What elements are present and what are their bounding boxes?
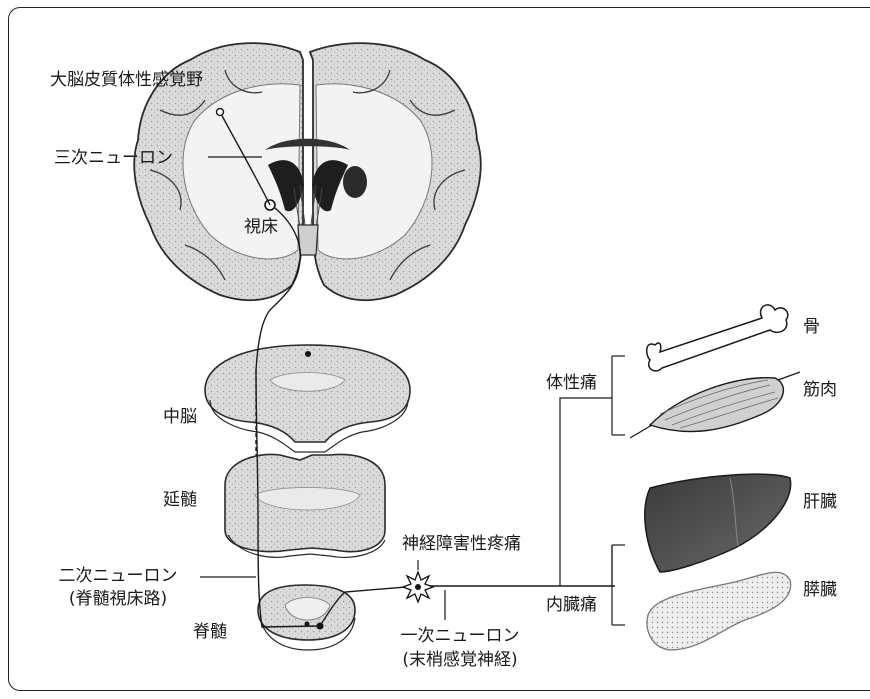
spinal-cord-section <box>258 585 355 650</box>
muscle-illustration <box>630 372 800 438</box>
visceral-pain-label: 内臓痛 <box>546 595 597 615</box>
bone-label: 骨 <box>803 317 820 337</box>
midbrain-section <box>205 345 410 452</box>
pancreas-illustration <box>647 572 791 650</box>
spinal-cord-label: 脊髄 <box>193 622 227 642</box>
third-neuron-label: 三次ニューロン <box>54 148 173 168</box>
midbrain-label: 中脳 <box>163 407 197 427</box>
liver-illustration <box>645 474 791 572</box>
medulla-section <box>225 454 385 557</box>
neuropathic-pain-label: 神経障害性疼痛 <box>402 534 521 554</box>
bone-illustration <box>647 305 788 371</box>
first-neuron-label: 一次ニューロン <box>375 626 545 646</box>
neuropathic-pain-burst <box>403 572 433 602</box>
thalamus-label: 視床 <box>244 217 278 237</box>
cortex-label: 大脳皮質体性感覚野 <box>50 70 203 90</box>
second-neuron-label: 二次ニューロン <box>38 566 198 586</box>
first-neuron-sub-label: (末梢感覚神経) <box>375 650 545 670</box>
somatic-pain-label: 体性痛 <box>546 373 597 393</box>
second-neuron-sub-label: (脊髄視床路) <box>38 589 198 609</box>
pancreas-label: 膵臓 <box>803 580 837 600</box>
liver-label: 肝臓 <box>803 492 837 512</box>
muscle-label: 筋肉 <box>803 380 837 400</box>
medulla-label: 延髄 <box>163 490 197 510</box>
